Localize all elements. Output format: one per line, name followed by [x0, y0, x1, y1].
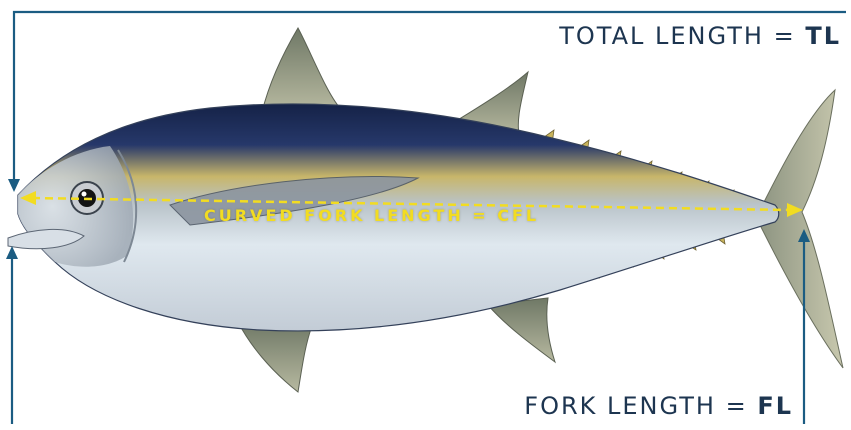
total-length-abbr: TL — [805, 22, 841, 50]
fork-length-abbr: FL — [757, 392, 793, 420]
fork-length-text: FORK LENGTH = — [524, 392, 757, 420]
total-length-label: TOTAL LENGTH = TL — [559, 22, 841, 50]
eye-highlight — [82, 192, 87, 197]
first-dorsal-fin — [262, 28, 340, 112]
anal-fin — [488, 298, 555, 362]
total-length-text: TOTAL LENGTH = — [559, 22, 805, 50]
caudal-fin — [760, 90, 843, 368]
curved-fork-length-label: CURVED FORK LENGTH = CFL — [204, 206, 539, 225]
pelvic-fin — [238, 322, 312, 392]
fork-length-label: FORK LENGTH = FL — [524, 392, 793, 420]
